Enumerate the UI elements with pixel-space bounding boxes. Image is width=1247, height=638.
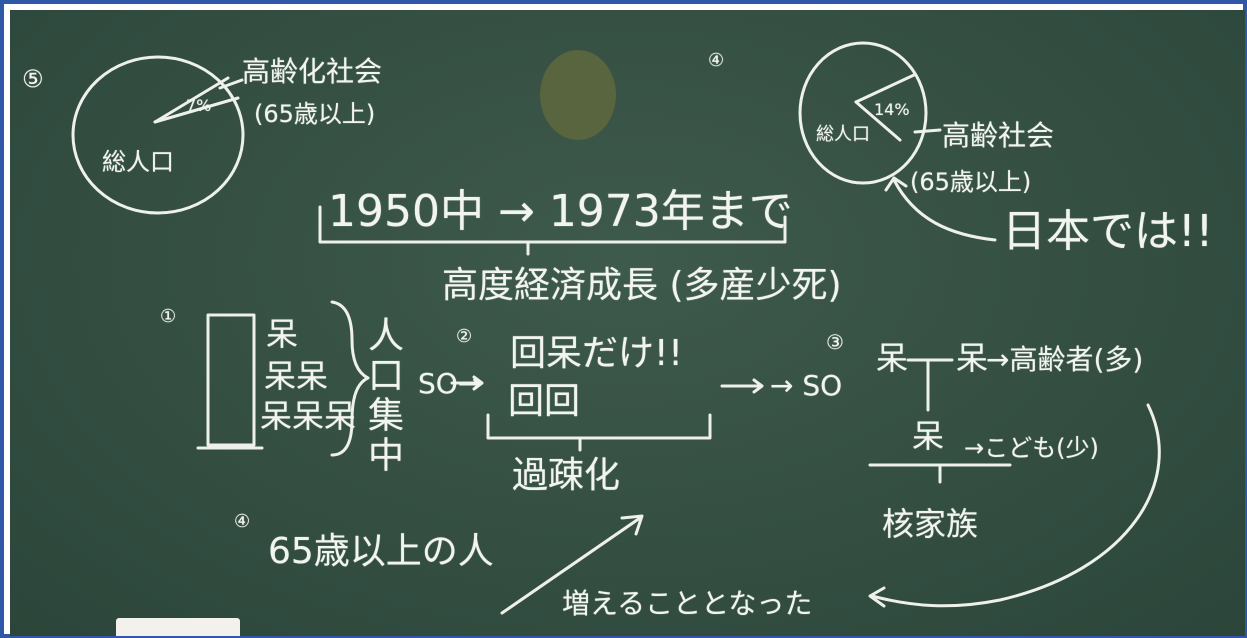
left-pie-slice-label: 7% — [186, 96, 212, 115]
concentration-text: 人口集中 — [362, 316, 403, 476]
increase-text: 増えることとなった — [562, 587, 813, 620]
section4-marker: ④ — [234, 511, 251, 532]
section3-marker: ③ — [826, 330, 844, 354]
section1-marker: ① — [160, 306, 177, 327]
right-pie-pointer — [913, 128, 942, 134]
children-label: →こども(少) — [964, 434, 1099, 462]
right-pie-title: 高齢社会 — [942, 119, 1055, 152]
left-pie-slice-line-1 — [153, 76, 230, 124]
left-pie-subtitle: (65歳以上) — [254, 100, 376, 128]
period-bracket — [318, 205, 787, 244]
chalkboard: ⑤ ④ 高齢化社会 (65歳以上) 7% 総人口 14% 総人口 高齢社会 (6… — [10, 10, 1245, 636]
section1-bracket — [330, 300, 370, 457]
chalk-drawings — [71, 41, 1161, 615]
building-rect — [206, 313, 256, 447]
marker-four-top: ④ — [708, 50, 725, 71]
section2-so-label: → SO — [770, 369, 843, 402]
left-pie-title: 高齢化社会 — [242, 55, 383, 88]
elderly-label: →高齢者(多) — [986, 343, 1144, 376]
child-figure: 呆 — [912, 417, 945, 455]
increase-arrow-line — [500, 516, 642, 615]
grandparent-figure-right: 呆 — [956, 339, 989, 377]
right-pie-circle — [798, 41, 928, 185]
people-65-text: 65歳以上の人 — [268, 531, 494, 572]
eraser — [116, 618, 240, 636]
left-pie-slice-line-2 — [153, 96, 240, 124]
section2-only-label: 回呆だけ!! — [510, 333, 683, 374]
right-pie-subtitle: (65歳以上) — [910, 168, 1032, 196]
section2-marker: ② — [456, 326, 473, 347]
depopulation-text: 過疎化 — [512, 455, 621, 496]
left-pie-pointer — [218, 78, 244, 90]
left-pie-circle — [71, 55, 245, 215]
left-pie-whole-label: 総人口 — [102, 148, 174, 176]
right-pie-slice-line-2 — [854, 100, 902, 142]
section2-building-glyphs: 回回 — [508, 381, 581, 422]
arrow-to-so — [720, 378, 764, 394]
japan-arrow-head — [884, 176, 908, 192]
big-curved-arrow-head — [868, 586, 886, 608]
marker-five: ⑤ — [22, 65, 44, 93]
grandparent-figure-left: 呆 — [876, 339, 909, 377]
section1-so-label: SO→ — [418, 367, 482, 400]
big-curved-arrow — [870, 403, 1161, 608]
period-text: 1950中 → 1973年まで — [328, 186, 793, 237]
person-icon-row1: 呆 — [266, 315, 299, 353]
right-pie-slice-label: 14% — [874, 100, 910, 119]
japan-arrow — [892, 178, 997, 242]
person-icon-row3: 呆呆呆 — [260, 397, 357, 435]
nuclear-family-text: 核家族 — [882, 505, 979, 543]
section2-bracket — [486, 413, 712, 440]
obscured-face — [540, 50, 616, 140]
increase-arrow-head — [620, 514, 644, 536]
japan-note: 日本では!! — [1002, 206, 1214, 257]
growth-text: 高度経済成長 (多産少死) — [442, 265, 842, 306]
right-pie-whole-label: 総人口 — [816, 124, 870, 145]
right-pie-slice-line-1 — [854, 73, 916, 104]
arrow-so-right — [450, 375, 484, 391]
person-icon-row2: 呆呆 — [264, 357, 329, 395]
